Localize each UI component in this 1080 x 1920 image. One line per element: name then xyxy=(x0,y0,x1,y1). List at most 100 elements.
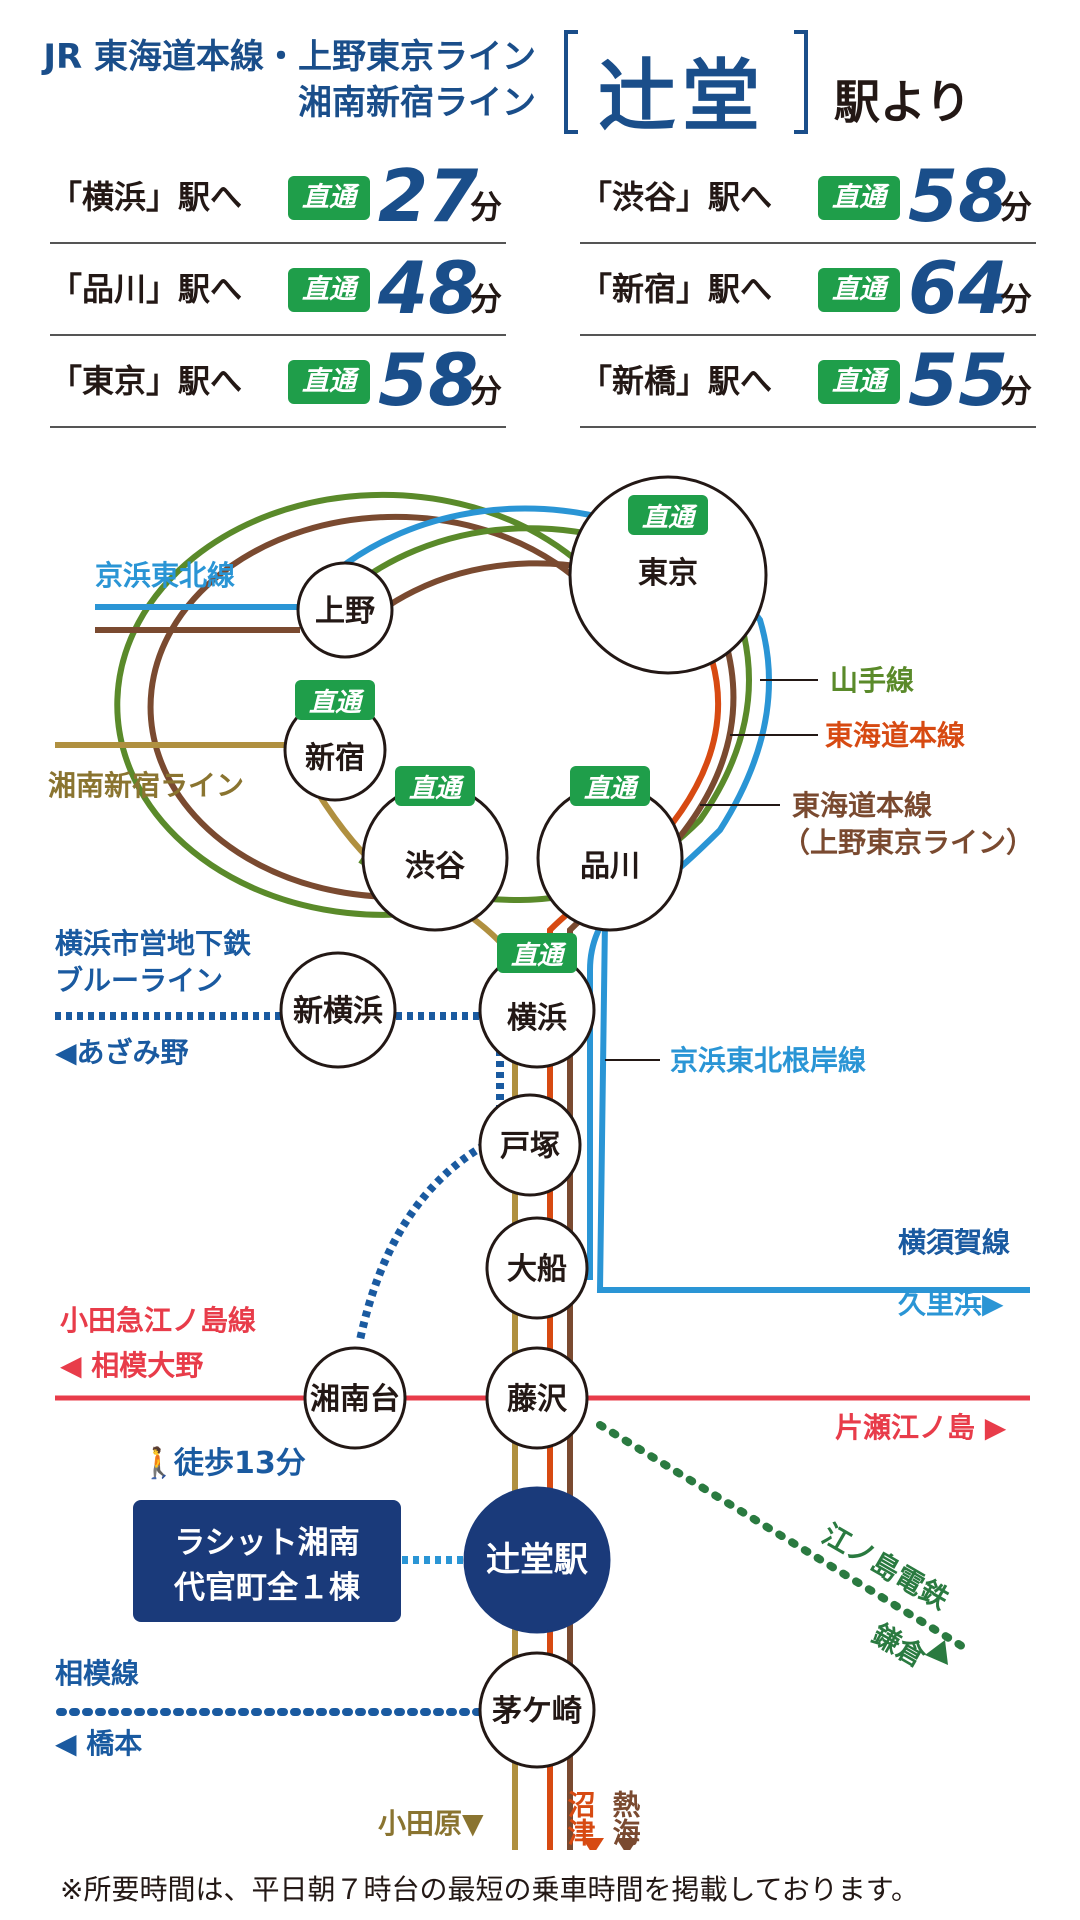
footnote: ※所要時間は、平日朝７時台の最短の乗車時間を掲載しております。 xyxy=(60,1873,919,1906)
time-minutes: 58 xyxy=(378,338,479,422)
time-unit: 分 xyxy=(470,280,503,318)
station-shinyokohama: 新横浜 xyxy=(279,951,397,1069)
time-minutes: 48 xyxy=(378,246,479,330)
time-destination: 「横浜」駅へ xyxy=(50,178,243,216)
label-odakyu: 小田急江ノ島線 xyxy=(60,1304,256,1337)
direct-badge: 直通 xyxy=(818,360,900,404)
label-azamino: ◀あざみ野 xyxy=(55,1036,189,1069)
direct-badge: 直通 xyxy=(818,268,900,312)
time-unit: 分 xyxy=(1000,372,1033,410)
station-label: 東京 xyxy=(638,556,698,591)
enoden-line xyxy=(596,1421,969,1652)
station-ofuna: 大船 xyxy=(485,1216,589,1320)
direct-badge: 直通 xyxy=(288,268,370,312)
label-hashimoto: ◀ 橋本 xyxy=(55,1727,142,1760)
time-minutes: 55 xyxy=(908,338,1009,422)
header-station-name: 辻堂 xyxy=(598,52,767,142)
direct-badge-label: 直通 xyxy=(309,688,365,718)
station-label: 横浜 xyxy=(507,1001,567,1036)
station-fujisawa: 藤沢 xyxy=(485,1346,589,1450)
label-negishi: 京浜東北根岸線 xyxy=(670,1044,866,1077)
station-label: 上野 xyxy=(315,594,375,629)
label-shonan-shinjuku: 湘南新宿ライン xyxy=(48,769,244,802)
label-tokaido-ueno-2: （上野東京ライン） xyxy=(782,826,1034,859)
label-katase: 片瀬江ノ島 ▶ xyxy=(835,1411,1007,1444)
time-minutes: 58 xyxy=(908,154,1009,238)
station-shonandai: 湘南台 xyxy=(303,1346,407,1450)
header-line2: 湘南新宿ライン xyxy=(298,83,536,123)
station-chigasaki: 茅ケ崎 xyxy=(478,1651,596,1769)
label-kurihama: 久里浜▶ xyxy=(898,1287,1004,1320)
station-label: 渋谷 xyxy=(405,849,465,884)
property-box xyxy=(133,1500,401,1622)
time-destination: 「渋谷」駅へ xyxy=(580,178,773,216)
station-label: 大船 xyxy=(507,1252,567,1287)
header-yori: 駅より xyxy=(834,75,972,129)
label-blue-line-1: 横浜市営地下鉄 xyxy=(55,927,251,960)
time-unit: 分 xyxy=(470,188,503,226)
property-name-2: 代官町全１棟 xyxy=(173,1570,361,1606)
label-numazu: 沼津 xyxy=(564,1790,604,1850)
label-odawara: 小田原▼ xyxy=(378,1807,484,1840)
station-ueno: 上野 xyxy=(296,561,394,659)
route-map: 上野東京直通新宿直通渋谷直通品川直通新横浜横浜直通戸塚大船湘南台藤沢辻堂駅茅ケ崎… xyxy=(48,475,1034,1850)
label-keihin-tohoku: 京浜東北線 xyxy=(95,559,235,592)
label-sagamiono: ◀ 相模大野 xyxy=(60,1349,203,1382)
svg-text:熱海: 熱海 xyxy=(609,1790,642,1846)
time-minutes: 64 xyxy=(908,246,1009,330)
station-label: 新宿 xyxy=(305,741,365,776)
time-unit: 分 xyxy=(1000,188,1033,226)
direct-badge-label: 直通 xyxy=(584,774,640,804)
direct-badge-label: 直通 xyxy=(642,503,698,533)
station-label: 新横浜 xyxy=(293,994,383,1029)
property-name-1: ラシット湘南 xyxy=(174,1525,359,1561)
direct-badge: 直通 xyxy=(288,360,370,404)
header-line1: JR 東海道本線・上野東京ライン xyxy=(43,37,536,77)
time-unit: 分 xyxy=(1000,280,1033,318)
label-atami: 熱海 xyxy=(609,1790,642,1850)
label-tokaido-ueno-1: 東海道本線 xyxy=(792,789,932,822)
station-label: 湘南台 xyxy=(310,1382,400,1417)
direct-badge xyxy=(570,766,650,806)
time-destination: 「新宿」駅へ xyxy=(580,270,773,308)
station-label: 藤沢 xyxy=(507,1382,568,1417)
time-destination: 「品川」駅へ xyxy=(50,270,243,308)
direct-badge-label: 直通 xyxy=(511,941,567,971)
station-bracket xyxy=(564,30,808,134)
station-tsujido: 辻堂駅 xyxy=(463,1486,611,1634)
station-label: 茅ケ崎 xyxy=(492,1694,582,1729)
time-destination: 「新橋」駅へ xyxy=(580,362,773,400)
direct-badge xyxy=(628,495,708,535)
station-label: 辻堂駅 xyxy=(486,1540,588,1580)
direct-badge-label: 直通 xyxy=(409,774,465,804)
station-label: 戸塚 xyxy=(500,1129,560,1164)
label-yokosuka: 横須賀線 xyxy=(898,1226,1010,1259)
direct-badge xyxy=(395,766,475,806)
yamanote-line xyxy=(327,525,752,904)
walk-icon: 🚶 xyxy=(140,1445,177,1481)
time-unit: 分 xyxy=(470,372,503,410)
label-yamanote: 山手線 xyxy=(830,664,914,697)
svg-text:沼津: 沼津 xyxy=(564,1790,597,1846)
direct-badge: 直通 xyxy=(818,176,900,220)
direct-badge: 直通 xyxy=(288,176,370,220)
direct-badge xyxy=(295,680,375,720)
label-blue-line-2: ブルーライン xyxy=(55,964,223,997)
label-sagami: 相模線 xyxy=(55,1657,139,1690)
direct-badge xyxy=(497,933,577,973)
time-minutes: 27 xyxy=(378,154,479,238)
svg-text:徒歩13分: 徒歩13分 xyxy=(173,1446,306,1481)
time-destination: 「東京」駅へ xyxy=(50,362,243,400)
walk-label: 🚶 徒歩13分 xyxy=(140,1445,306,1481)
